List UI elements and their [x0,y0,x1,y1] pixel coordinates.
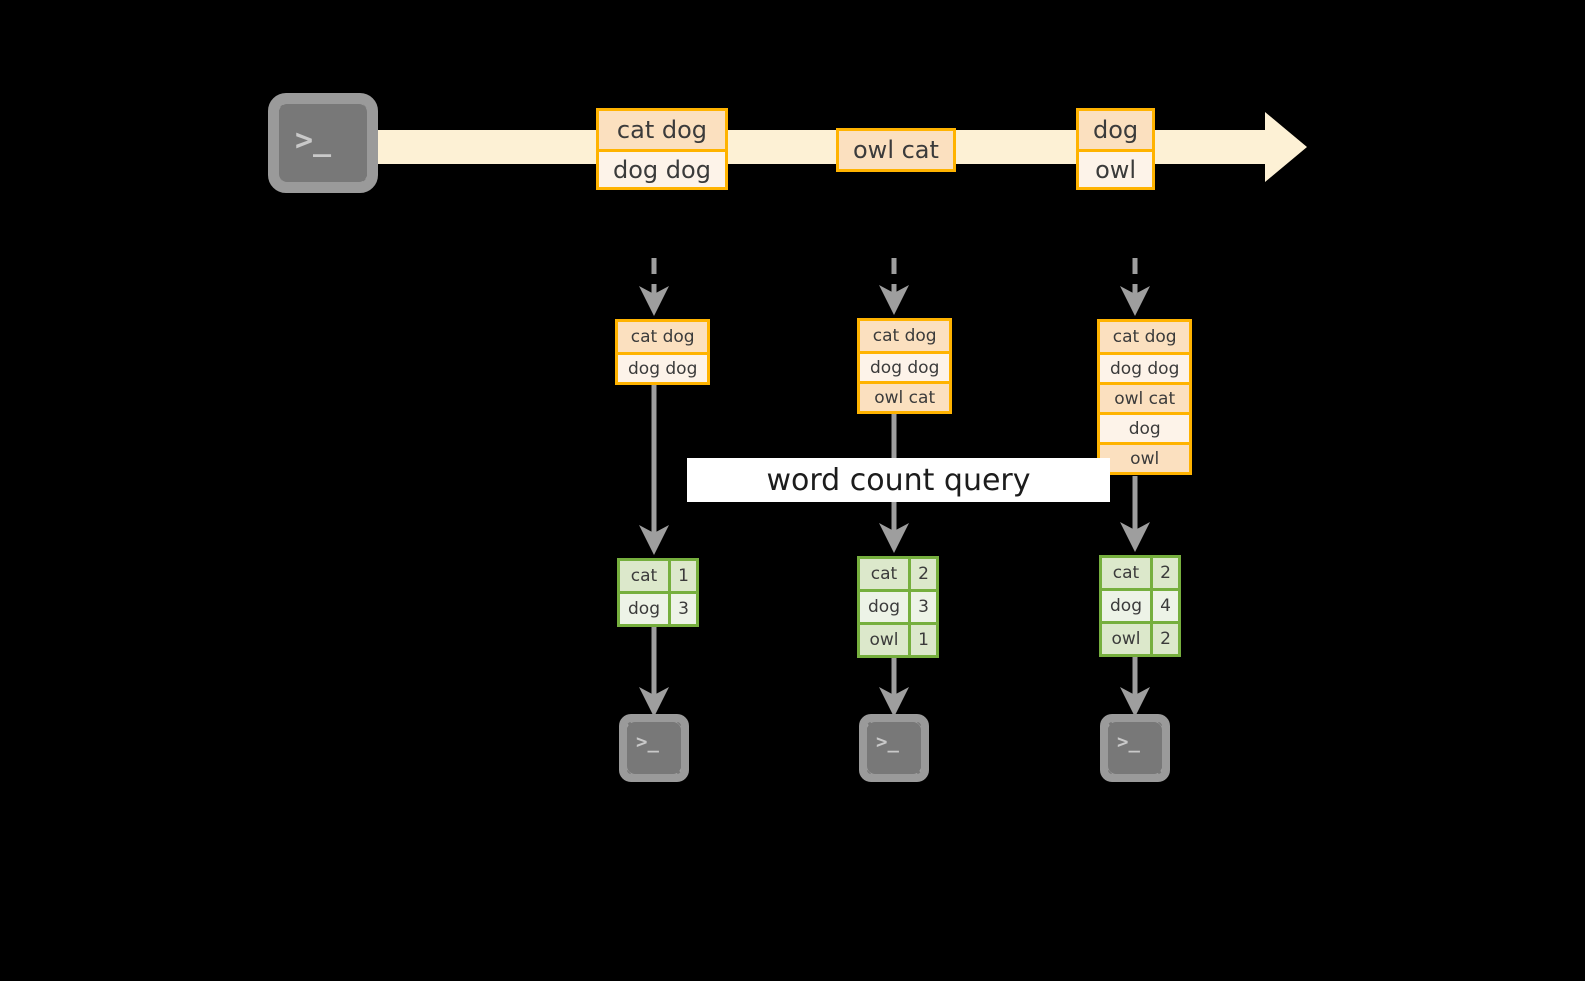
result-word: dog [620,594,668,624]
result-word: dog [1102,591,1150,621]
terminal-screen: >_ [867,722,921,774]
buffer-row: dog dog [860,351,950,381]
result-word: owl [860,625,908,655]
stream-message-line: dog [1079,111,1153,149]
result-word: cat [1102,558,1150,588]
result-table-1: cat 1 dog 3 [617,558,699,627]
result-table-2: cat 2 dog 3 owl 1 [857,556,939,658]
table-row: cat 2 [860,559,936,589]
stream-message-line: owl cat [839,131,953,169]
terminal-screen: >_ [1108,722,1162,774]
terminal-prompt-glyph: >_ [636,731,659,753]
terminal-prompt-glyph: >_ [295,123,332,158]
buffer-row: dog [1100,412,1190,442]
result-count: 3 [908,592,936,622]
buffer-row: owl cat [860,381,950,411]
result-count: 2 [1150,558,1178,588]
result-count: 1 [668,561,696,591]
terminal-screen: >_ [627,722,681,774]
buffer-stack-1: cat dog dog dog [615,319,711,385]
table-row: cat 1 [620,561,696,591]
buffer-row: dog dog [618,352,708,382]
table-row: cat 2 [1102,558,1178,588]
result-word: owl [1102,624,1150,654]
stream-message-line: dog dog [599,149,725,187]
buffer-row: cat dog [618,322,708,352]
result-count: 4 [1150,591,1178,621]
buffer-row: cat dog [1100,322,1190,352]
buffer-row: owl cat [1100,382,1190,412]
result-count: 2 [908,559,936,589]
result-count: 3 [668,594,696,624]
terminal-prompt-glyph: >_ [1117,731,1140,753]
table-row: dog 3 [620,591,696,624]
stream-message-line: owl [1079,149,1153,187]
sink-terminal-icon-1: >_ [619,714,689,782]
stream-message-line: cat dog [599,111,725,149]
result-table-3: cat 2 dog 4 owl 2 [1099,555,1181,657]
buffer-row: dog dog [1100,352,1190,382]
result-word: dog [860,592,908,622]
terminal-prompt-glyph: >_ [876,731,899,753]
query-label-text: word count query [766,462,1031,498]
buffer-stack-3: cat dog dog dog owl cat dog owl [1097,319,1193,475]
buffer-row: cat dog [860,321,950,351]
result-word: cat [860,559,908,589]
table-row: dog 3 [860,589,936,622]
stream-message-1: cat dog dog dog [596,108,728,190]
result-count: 1 [908,625,936,655]
buffer-stack-2: cat dog dog dog owl cat [857,318,953,414]
table-row: owl 2 [1102,621,1178,654]
terminal-screen: >_ [279,104,367,182]
query-label-band: word count query [687,458,1110,502]
sink-terminal-icon-2: >_ [859,714,929,782]
result-count: 2 [1150,624,1178,654]
stream-message-2: owl cat [836,128,956,172]
stream-message-3: dog owl [1076,108,1156,190]
buffer-row: owl [1100,442,1190,472]
result-word: cat [620,561,668,591]
sink-terminal-icon-3: >_ [1100,714,1170,782]
table-row: dog 4 [1102,588,1178,621]
source-terminal-icon: >_ [268,93,378,193]
table-row: owl 1 [860,622,936,655]
